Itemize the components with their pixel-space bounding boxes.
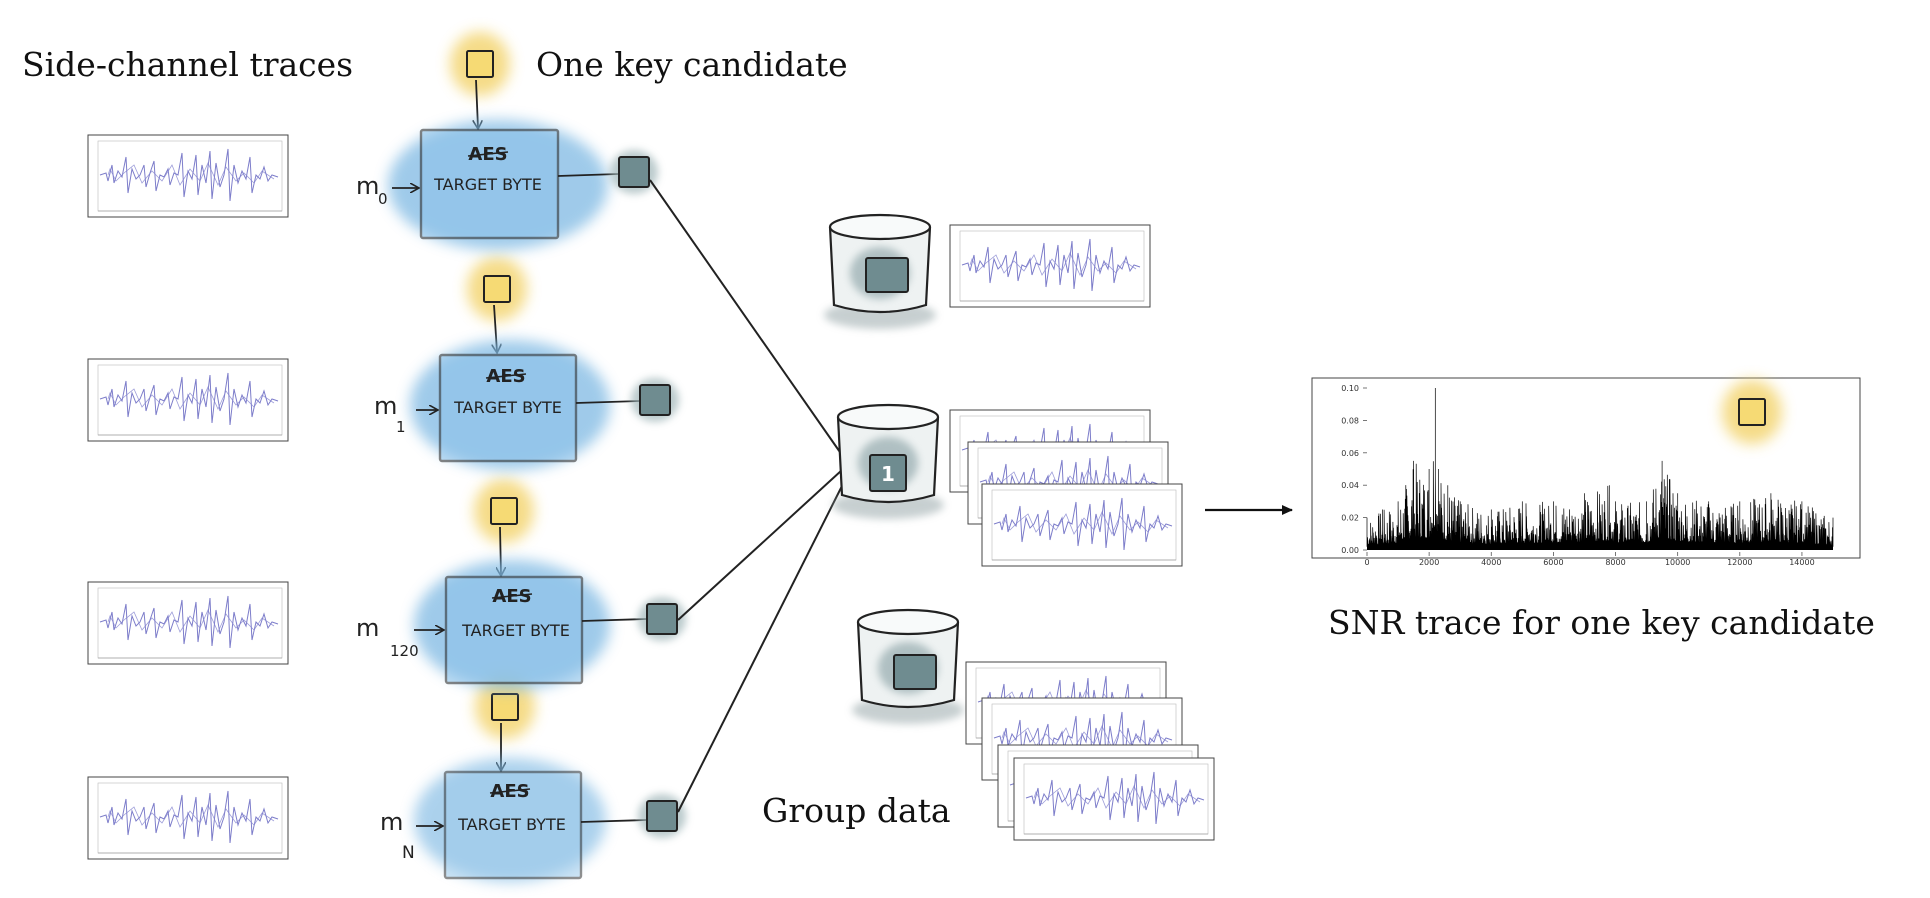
aes-block-2: AES TARGET BYTE bbox=[414, 560, 610, 690]
aes-block-0: AES TARGET BYTE bbox=[388, 120, 608, 250]
trace-thumbnail-3 bbox=[87, 776, 289, 860]
input-m0: m 0 bbox=[356, 172, 418, 208]
output-value-icon-1 bbox=[631, 378, 679, 422]
output-value-icon-3 bbox=[638, 794, 686, 838]
snr-y-tick-label: 0.04 bbox=[1341, 481, 1359, 490]
snr-y-tick-label: 0.08 bbox=[1341, 416, 1359, 425]
group-db-middle-label: 1 bbox=[881, 462, 895, 486]
snr-x-tick-label: 8000 bbox=[1605, 558, 1625, 567]
snr-x-tick-label: 12000 bbox=[1727, 558, 1752, 567]
input-m120: m 120 bbox=[356, 614, 443, 660]
snr-x-tick-label: 4000 bbox=[1481, 558, 1501, 567]
key-candidate-icon-1 bbox=[467, 257, 527, 321]
snr-y-tick-label: 0.10 bbox=[1341, 384, 1359, 393]
input-m120-sub: 120 bbox=[390, 642, 419, 660]
side-channel-traces-label: Side-channel traces bbox=[22, 45, 353, 84]
snr-y-tick-label: 0.02 bbox=[1341, 514, 1359, 523]
aes-subtitle-2: TARGET BYTE bbox=[461, 621, 570, 640]
input-m0-letter: m bbox=[356, 172, 379, 200]
input-m0-sub: 0 bbox=[378, 190, 388, 208]
trace-thumbnail-0 bbox=[87, 134, 289, 218]
snr-x-tick-label: 6000 bbox=[1543, 558, 1563, 567]
input-m1-sub: 1 bbox=[396, 418, 406, 436]
snr-x-tick-label: 0 bbox=[1364, 558, 1369, 567]
key-candidate-icon-2 bbox=[474, 479, 534, 543]
group-data-label: Group data bbox=[762, 791, 951, 830]
snr-y-tick-label: 0.00 bbox=[1341, 546, 1359, 555]
snr-y-tick-label: 0.06 bbox=[1341, 449, 1359, 458]
group-middle-trace-2 bbox=[981, 483, 1183, 567]
key-candidate-icon-0 bbox=[450, 32, 510, 96]
snr-caption-label: SNR trace for one key candidate bbox=[1328, 603, 1875, 642]
key-arrow-0 bbox=[476, 79, 478, 128]
routing-line-2 bbox=[677, 469, 843, 621]
group-db-bottom bbox=[852, 610, 964, 724]
aes-block-1: AES TARGET BYTE bbox=[410, 340, 610, 470]
snr-y-ticks: 0.00 0.02 0.04 0.06 0.08 0.10 bbox=[1341, 384, 1367, 555]
aes-subtitle-0: TARGET BYTE bbox=[433, 175, 542, 194]
group-db-middle: 1 bbox=[832, 405, 944, 519]
snr-chart: 0.00 0.02 0.04 0.06 0.08 0.10 0 2000 4000 6000 80… bbox=[1311, 377, 1861, 567]
aes-subtitle-3: TARGET BYTE bbox=[457, 815, 566, 834]
snr-series-line bbox=[1366, 388, 1834, 547]
input-mN: m N bbox=[380, 808, 442, 863]
aes-block-3: AES TARGET BYTE bbox=[414, 758, 606, 882]
snr-key-candidate-icon bbox=[1722, 380, 1782, 444]
input-mN-sub: N bbox=[402, 843, 415, 863]
group-bottom-trace-3 bbox=[1013, 757, 1215, 841]
routing-line-0 bbox=[649, 179, 843, 456]
input-mN-letter: m bbox=[380, 808, 403, 836]
one-key-candidate-label: One key candidate bbox=[536, 45, 848, 84]
input-m1: m 1 bbox=[374, 392, 437, 436]
input-m1-letter: m bbox=[374, 392, 397, 420]
snr-x-tick-label: 10000 bbox=[1665, 558, 1690, 567]
output-value-icon-0 bbox=[610, 150, 658, 194]
snr-plot-area bbox=[1366, 388, 1834, 550]
snr-x-tick-label: 2000 bbox=[1419, 558, 1439, 567]
snr-x-ticks: 0 2000 4000 6000 8000 10000 12000 14000 bbox=[1364, 552, 1815, 567]
snr-baseline-band bbox=[1367, 545, 1833, 550]
routing-line-3 bbox=[677, 477, 847, 813]
aes-subtitle-1: TARGET BYTE bbox=[453, 398, 562, 417]
trace-thumbnail-1 bbox=[87, 358, 289, 442]
trace-thumbnail-2 bbox=[87, 581, 289, 665]
group-top-trace bbox=[949, 224, 1151, 308]
snr-x-tick-label: 14000 bbox=[1789, 558, 1814, 567]
input-m120-letter: m bbox=[356, 614, 379, 642]
group-db-top bbox=[824, 215, 936, 329]
